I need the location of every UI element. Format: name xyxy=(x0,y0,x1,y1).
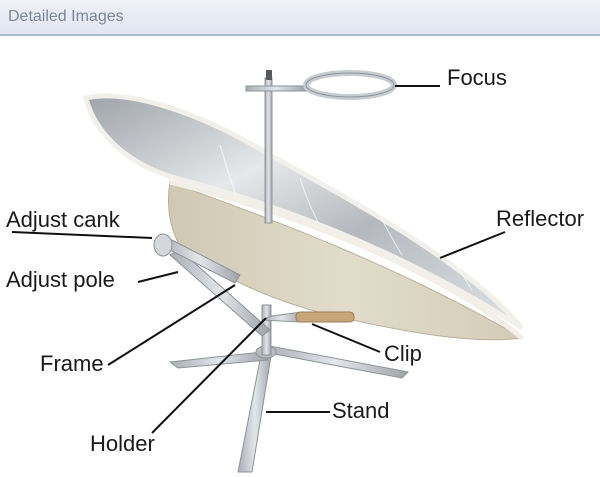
label-clip: Clip xyxy=(384,341,422,366)
clip xyxy=(295,311,355,323)
label-reflector: Reflector xyxy=(496,206,585,231)
label-focus: Focus xyxy=(447,65,507,90)
leader-line-adjust-pole xyxy=(137,271,179,283)
section-header: Detailed Images xyxy=(0,0,600,36)
leader-line-adjust-cank xyxy=(11,231,153,239)
reflector-surface xyxy=(82,93,524,331)
label-adjust-pole: Adjust pole xyxy=(6,267,115,292)
label-holder: Holder xyxy=(90,431,155,456)
leader-line-clip xyxy=(311,323,381,353)
label-adjust-cank: Adjust cank xyxy=(6,207,120,232)
focus-ring xyxy=(303,70,397,100)
label-stand: Stand xyxy=(332,398,390,423)
leader-line-reflector xyxy=(439,231,506,259)
leader-line-holder xyxy=(151,317,267,434)
adjust-crank-knob xyxy=(153,233,173,257)
label-frame: Frame xyxy=(40,351,104,376)
leader-line-frame xyxy=(107,284,236,366)
reflector-seams xyxy=(219,144,473,291)
leader-lines xyxy=(11,85,506,434)
section-title: Detailed Images xyxy=(8,8,124,25)
dish-rim xyxy=(169,179,524,340)
